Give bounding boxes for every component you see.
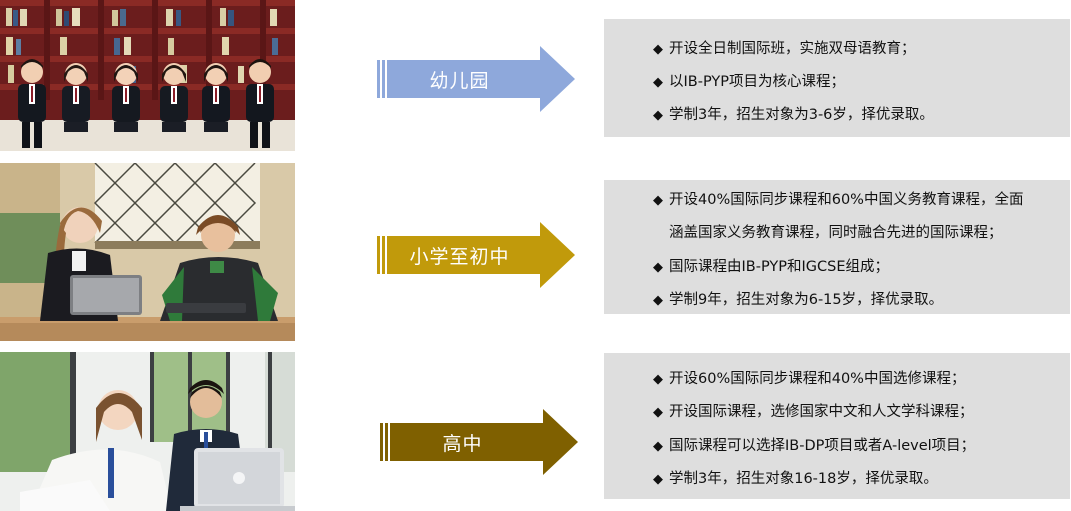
list-item: ◆开设国际课程，选修国家中文和人文学科课程； [653, 402, 974, 423]
diamond-bullet-icon: ◆ [653, 108, 663, 123]
primary-middle-arrow: 小学至初中 [377, 222, 575, 288]
high-school-info-panel: ◆开设60%国际同步课程和40%中国选修课程； ◆开设国际课程，选修国家中文和人… [604, 353, 1070, 499]
list-item: ◆国际课程可以选择IB-DP项目或者A-level项目； [653, 436, 975, 457]
list-item: ◆学制3年，招生对象16-18岁，择优录取。 [653, 469, 938, 490]
list-item: ◆开设60%国际同步课程和40%中国选修课程； [653, 369, 965, 390]
diamond-bullet-icon: ◆ [653, 193, 663, 208]
high-school-photo [0, 352, 295, 511]
diamond-bullet-icon: ◆ [653, 472, 663, 487]
high-school-arrow: 高中 [380, 409, 578, 475]
diamond-bullet-icon: ◆ [653, 439, 663, 454]
high-school-label: 高中 [442, 432, 483, 455]
list-item-continuation: 涵盖国家义务教育课程，同时融合先进的国际课程； [669, 225, 1003, 241]
primary-middle-photo [0, 163, 295, 341]
primary-middle-info-panel: ◆开设40%国际同步课程和60%中国义务教育课程，全面 涵盖国家义务教育课程，同… [604, 180, 1070, 314]
list-item: ◆以IB-PYP项目为核心课程； [653, 72, 845, 93]
list-item: ◆开设40%国际同步课程和60%中国义务教育课程，全面 [653, 190, 1023, 211]
kindergarten-info-panel: ◆开设全日制国际班，实施双母语教育； ◆以IB-PYP项目为核心课程； ◆学制3… [604, 19, 1070, 137]
list-item: ◆学制9年，招生对象为6-15岁，择优录取。 [653, 290, 943, 311]
list-item: ◆开设全日制国际班，实施双母语教育； [653, 39, 916, 60]
primary-middle-label: 小学至初中 [409, 245, 510, 268]
diamond-bullet-icon: ◆ [653, 372, 663, 387]
diamond-bullet-icon: ◆ [653, 405, 663, 420]
kindergarten-arrow: 幼儿园 [377, 46, 575, 112]
diamond-bullet-icon: ◆ [653, 42, 663, 57]
list-item: ◆学制3年，招生对象为3-6岁，择优录取。 [653, 105, 934, 126]
diamond-bullet-icon: ◆ [653, 293, 663, 308]
kindergarten-photo [0, 0, 295, 151]
diamond-bullet-icon: ◆ [653, 75, 663, 90]
list-item: ◆国际课程由IB-PYP和IGCSE组成； [653, 257, 889, 278]
diamond-bullet-icon: ◆ [653, 260, 663, 275]
kindergarten-label: 幼儿园 [429, 69, 490, 92]
